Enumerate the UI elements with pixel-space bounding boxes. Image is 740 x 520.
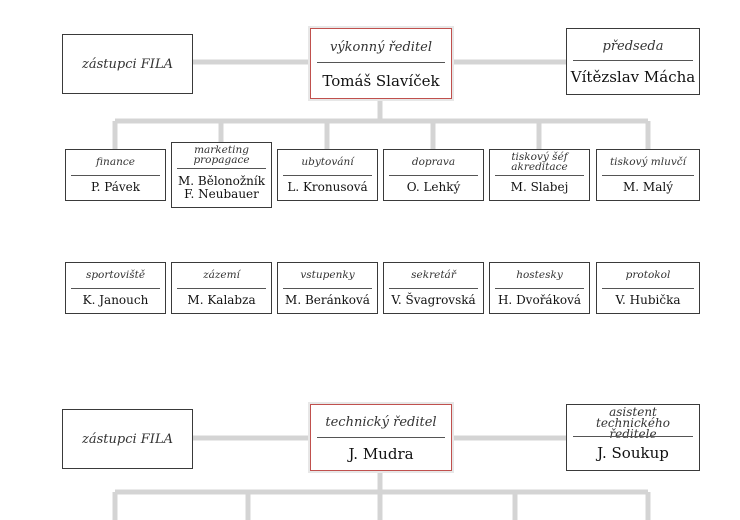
chair-role: předseda xyxy=(602,39,664,54)
fila-label-bottom: zástupci FILA xyxy=(82,431,173,447)
chair-box: předseda Vítězslav Mácha xyxy=(566,28,700,95)
dept-name: V. Švagrovská xyxy=(391,293,476,307)
dept-name: L. Kronusová xyxy=(287,180,368,194)
dept-role: vstupenky xyxy=(300,269,355,281)
dept-role: protokol xyxy=(625,269,671,281)
executive-director-role: výkonný ředitel xyxy=(329,40,433,55)
fila-box-bottom: zástupci FILA xyxy=(62,409,193,469)
dept-name: M. Bělonožník F. Neubauer xyxy=(177,173,265,201)
dept-role: ubytování xyxy=(301,156,354,168)
dept-box-finance: finance P. Pávek xyxy=(65,149,166,201)
dept-role: sportoviště xyxy=(85,269,146,281)
dept-box-marketing: marketing propagace M. Bělonožník F. Neu… xyxy=(171,142,272,208)
fila-box: zástupci FILA xyxy=(62,34,193,94)
dept-name: K. Janouch xyxy=(82,293,149,307)
technical-director-name: J. Mudra xyxy=(348,445,414,463)
dept-name: M. Slabej xyxy=(510,180,569,194)
dept-box-vstupenky: vstupenky M. Beránková xyxy=(277,262,378,314)
fila-label: zástupci FILA xyxy=(82,56,173,72)
dept-name: O. Lehký xyxy=(406,180,461,194)
dept-box-ubytovani: ubytování L. Kronusová xyxy=(277,149,378,201)
dept-role: tiskový mluvčí xyxy=(609,156,687,168)
dept-name: H. Dvořáková xyxy=(497,293,582,307)
dept-name: M. Malý xyxy=(623,180,673,194)
dept-role: marketing propagace xyxy=(193,144,250,166)
dept-name: V. Hubička xyxy=(615,293,681,307)
assistant-box: asistent technického ředitele J. Soukup xyxy=(566,404,700,471)
dept-box-sportoviste: sportoviště K. Janouch xyxy=(65,262,166,314)
dept-box-sekretar: sekretář V. Švagrovská xyxy=(383,262,484,314)
dept-box-press-chief: tiskový šéf akreditace M. Slabej xyxy=(489,149,590,201)
dept-box-zazemi: zázemí M. Kalabza xyxy=(171,262,272,314)
dept-role: sekretář xyxy=(411,269,456,281)
technical-director-role: technický ředitel xyxy=(325,415,437,430)
dept-name: M. Kalabza xyxy=(187,293,256,307)
dept-name: M. Beránková xyxy=(285,293,370,307)
assistant-role: asistent technického ředitele xyxy=(596,405,670,441)
dept-role: doprava xyxy=(411,156,456,168)
technical-director-box: technický ředitel J. Mudra xyxy=(308,402,454,473)
executive-director-box: výkonný ředitel Tomáš Slavíček xyxy=(308,26,454,101)
dept-role: finance xyxy=(96,156,135,168)
dept-box-hostesky: hostesky H. Dvořáková xyxy=(489,262,590,314)
assistant-name: J. Soukup xyxy=(597,444,669,462)
dept-name: P. Pávek xyxy=(90,180,141,194)
dept-box-doprava: doprava O. Lehký xyxy=(383,149,484,201)
dept-role: zázemí xyxy=(203,269,240,281)
dept-box-press-spokesman: tiskový mluvčí M. Malý xyxy=(596,149,700,201)
dept-box-protokol: protokol V. Hubička xyxy=(596,262,700,314)
executive-director-name: Tomáš Slavíček xyxy=(322,72,440,90)
dept-role: hostesky xyxy=(516,269,563,281)
chair-name: Vítězslav Mácha xyxy=(570,68,696,86)
dept-role: tiskový šéf akreditace xyxy=(511,151,568,173)
